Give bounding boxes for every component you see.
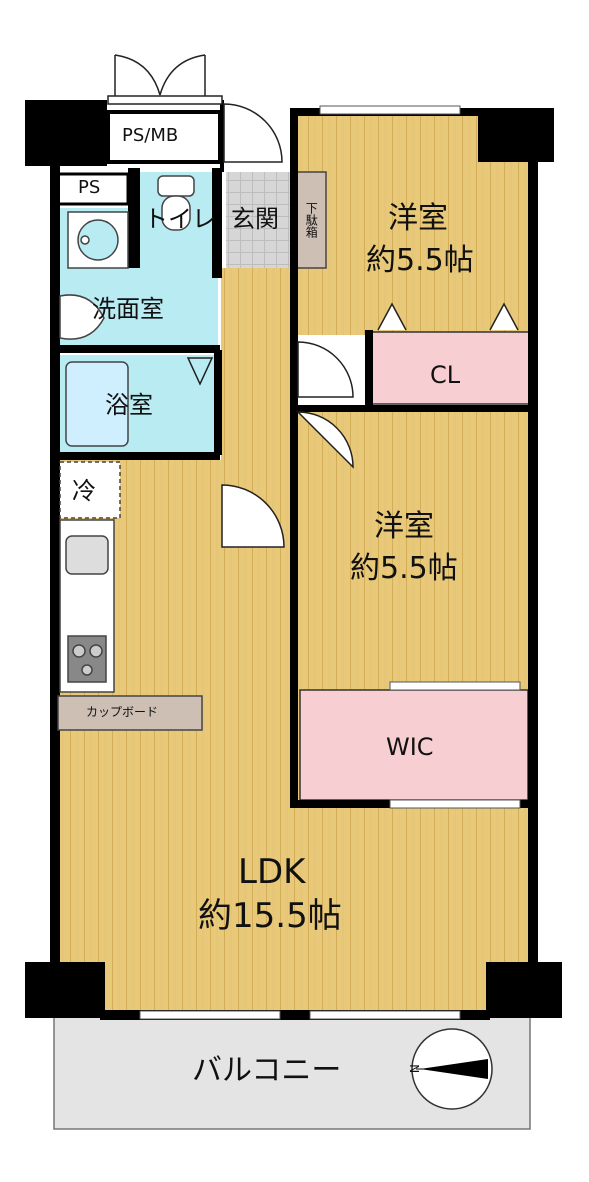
genkan-label: 玄関 (231, 205, 279, 233)
bathroom-label: 浴室 (105, 391, 153, 419)
windows (139, 105, 521, 1020)
bathtub (65, 361, 129, 447)
fridge-label: 冷 (72, 477, 96, 505)
kitchen-sink (65, 535, 109, 575)
ps-label: PS (78, 177, 101, 198)
bedroom2-floor (298, 410, 530, 690)
ps-mb-label: PS/MB (122, 125, 179, 146)
door-swings (186, 103, 519, 548)
fridge-space (59, 461, 121, 519)
ldk-size: 約15.5帖 (198, 896, 342, 936)
closet-area (371, 331, 531, 405)
balcony-label: バルコニー (192, 1053, 342, 1088)
genkan-floor (226, 172, 296, 268)
bedroom1-name: 洋室 (388, 201, 448, 236)
wic-area (299, 689, 529, 801)
compass-icon (411, 1028, 493, 1110)
ps-box (56, 172, 130, 206)
cupboard-label: カップボード (86, 705, 159, 719)
toilet-tank (157, 175, 195, 197)
washbasin (59, 294, 105, 340)
closet-label: CL (430, 361, 461, 389)
bedroom2-name: 洋室 (374, 509, 434, 544)
toilet-bowl (161, 195, 191, 231)
wic-label: WIC (386, 733, 434, 761)
corridor-floor (221, 268, 293, 468)
compass-north-label: N (407, 1064, 422, 1074)
shoe-box (295, 171, 327, 269)
bedroom2-size: 約5.5帖 (350, 551, 458, 586)
entrance-door (107, 54, 223, 105)
washroom-label: 洗面室 (92, 295, 164, 323)
toilet-label: トイレ (144, 205, 216, 233)
fixtures (57, 175, 203, 731)
ldk-name: LDK (238, 852, 306, 892)
cupboard-box (57, 695, 203, 731)
shoe-box-label: 下駄箱 (304, 202, 319, 238)
bedroom1-size: 約5.5帖 (366, 243, 474, 278)
